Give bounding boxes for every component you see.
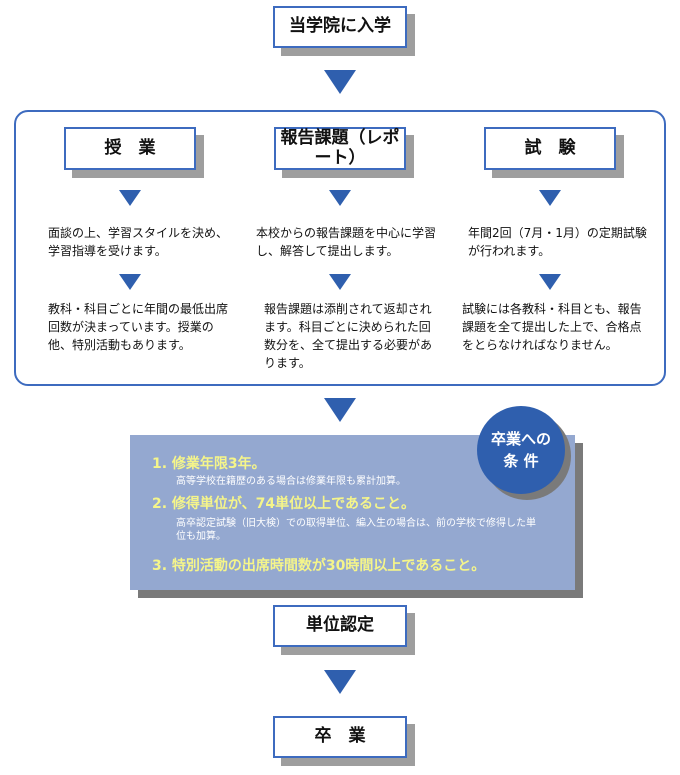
arrow-down-icon xyxy=(329,190,351,206)
exam-box: 試 験 xyxy=(484,127,616,170)
report-box: 報告課題（レポート） xyxy=(274,127,406,170)
exam-text-1: 年間2回（7月・1月）の定期試験が行われます。 xyxy=(468,226,647,258)
arrow-down-icon xyxy=(119,274,141,290)
credit-box: 単位認定 xyxy=(273,605,407,647)
arrow-down-icon xyxy=(324,398,356,422)
arrow-down-icon xyxy=(329,274,351,290)
condition-3: 3. 特別活動の出席時間数が30時間以上であること。 xyxy=(152,558,486,574)
arrow-down-icon xyxy=(539,274,561,290)
graduation-box: 卒 業 xyxy=(273,716,407,758)
enrollment-box: 当学院に入学 xyxy=(273,6,407,48)
arrow-down-icon xyxy=(324,670,356,694)
report-text-2: 報告課題は添削されて返却されます。科目ごとに決められた回数分を、全て提出する必要… xyxy=(264,302,433,370)
report-text-1: 本校からの報告課題を中心に学習し、解答して提出します。 xyxy=(256,226,437,258)
arrow-down-icon xyxy=(119,190,141,206)
arrow-down-icon xyxy=(539,190,561,206)
arrow-down-icon xyxy=(324,70,356,94)
condition-1-note: 高等学校在籍歴のある場合は修業年限も累計加算。 xyxy=(176,476,406,487)
class-text-2: 教科・科目ごとに年間の最低出席回数が決まっています。授業の他、特別活動もあります… xyxy=(48,302,229,352)
condition-2-note: 高卒認定試験（旧大検）での取得単位、編入生の場合は、前の学校で修得した単位も加算… xyxy=(176,518,536,542)
condition-1: 1. 修業年限3年。 xyxy=(152,456,266,472)
condition-2: 2. 修得単位が、74単位以上であること。 xyxy=(152,496,415,512)
class-text-1: 面談の上、学習スタイルを決め、学習指導を受けます。 xyxy=(48,226,229,258)
study-frame xyxy=(14,110,666,386)
exam-text-2: 試験には各教科・科目とも、報告課題を全て提出した上で、合格点をとらなければなりま… xyxy=(462,302,642,352)
conditions-badge: 卒業への 条 件 xyxy=(477,406,565,494)
class-box: 授 業 xyxy=(64,127,196,170)
badge-line-2: 条 件 xyxy=(503,452,539,470)
badge-line-1: 卒業への xyxy=(490,430,551,448)
graduation-conditions-panel: 1. 修業年限3年。 高等学校在籍歴のある場合は修業年限も累計加算。 2. 修得… xyxy=(130,435,575,590)
